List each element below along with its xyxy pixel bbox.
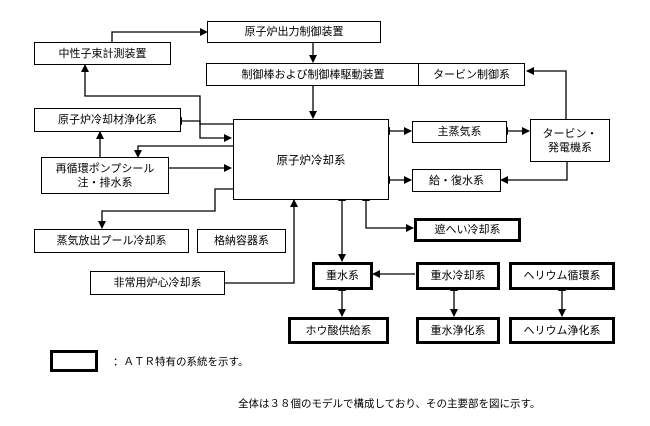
boric-acid-supply-box: ホウ酸供給系 [288, 317, 389, 344]
helium-cleanup-box: ヘリウム浄化系 [509, 317, 615, 344]
heavy-water-box: 重水系 [312, 262, 373, 290]
control-rod-drive-box: 制御棒および制御棒駆動装置 [206, 63, 420, 86]
turbine-gen-line-2: 発電機系 [548, 140, 592, 154]
reactor-cooling-system-box: 原子炉冷却系 [233, 119, 389, 200]
arrow-neutron-to-power [111, 28, 208, 42]
recirc-line-1: 再循環ポンプシール [55, 161, 155, 175]
containment-box: 格納容器系 [197, 229, 286, 253]
heavy-water-cleanup-box: 重水浄化系 [416, 317, 500, 344]
arrow-eccs-to-core [225, 199, 298, 284]
main-steam-box: 主蒸気系 [412, 121, 507, 143]
turbine-generator-box: タービン・ 発電機系 [530, 119, 610, 162]
footnote: 全体は３８個のモデルで構成しており、その主要部を図に示す。 [238, 398, 541, 410]
arrow-core-to-steampool [98, 188, 233, 229]
reactor-power-control-box: 原子炉出力制御装置 [207, 21, 381, 43]
arrow-cleanup-core [174, 117, 232, 142]
legend-text: ：ＡＴＲ特有の系統を示す。 [113, 356, 249, 368]
steam-release-pool-box: 蒸気放出プール冷却系 [34, 229, 189, 253]
arrow-core-to-recirc [134, 145, 233, 158]
recirc-pump-seal-box: 再循環ポンプシール 注・排水系 [41, 157, 169, 194]
heavy-water-cooling-box: 重水冷却系 [416, 262, 500, 290]
neutron-flux-box: 中性子束計測装置 [34, 42, 171, 65]
shield-cooling-box: 遮へい冷却系 [414, 218, 521, 242]
legend-atr-box [50, 350, 98, 372]
turbine-control-box: タービン制御系 [418, 63, 525, 86]
coolant-cleanup-box: 原子炉冷却材浄化系 [34, 108, 181, 132]
eccs-box: 非常用炉心冷却系 [90, 271, 225, 295]
arrow-turbine-to-feedwater [500, 162, 568, 184]
arrow-core-to-shield [362, 193, 414, 232]
helium-circulation-box: ヘリウム循環系 [509, 262, 615, 290]
turbine-gen-line-1: タービン・ [542, 126, 598, 140]
arrow-turbine-to-ctrl [526, 67, 567, 119]
recirc-line-2: 注・排水系 [77, 175, 133, 189]
feedwater-box: 給・復水系 [412, 169, 501, 192]
